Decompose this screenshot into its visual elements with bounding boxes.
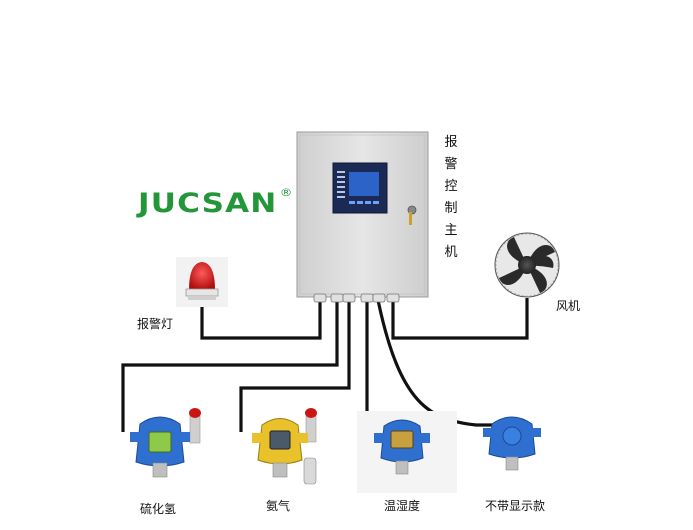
nh3-detector-icon	[252, 408, 317, 485]
alarm-light-label: 报警灯	[137, 317, 174, 331]
alarm-light-icon	[176, 257, 228, 307]
no-display-detector-label: 不带显示款	[485, 499, 546, 513]
h2s-detector-icon	[130, 408, 201, 478]
controller-label-char: 警	[444, 157, 458, 172]
fan-icon	[494, 232, 560, 298]
fan-label: 风机	[556, 299, 581, 313]
controller-label-char: 控	[444, 179, 458, 194]
controller-cabinet	[296, 131, 429, 303]
cable-no-display	[376, 299, 493, 427]
nh3-detector-label: 氨气	[266, 499, 291, 513]
controller-label-char: 主	[444, 223, 458, 238]
cables	[121, 298, 529, 432]
brand-logo: JUCSAN®	[138, 186, 294, 219]
controller-label-char: 制	[444, 201, 458, 216]
cable-fan	[391, 298, 529, 340]
controller-screen	[349, 172, 379, 196]
temp-humidity-detector-icon	[357, 411, 457, 493]
controller-label-char: 机	[444, 245, 458, 260]
cable-h2s	[121, 300, 339, 432]
cable-alarm-light	[200, 300, 322, 340]
cable-nh3	[239, 300, 351, 432]
controller-label: 报 警 控 制 主 机	[443, 132, 459, 264]
h2s-detector-label: 硫化氢	[140, 502, 177, 516]
no-display-detector-icon	[483, 416, 541, 471]
brand-name: JUCSAN	[138, 188, 278, 219]
controller-label-char: 报	[444, 135, 458, 150]
temp-humidity-detector-label: 温湿度	[384, 499, 421, 513]
registered-mark: ®	[279, 186, 294, 199]
